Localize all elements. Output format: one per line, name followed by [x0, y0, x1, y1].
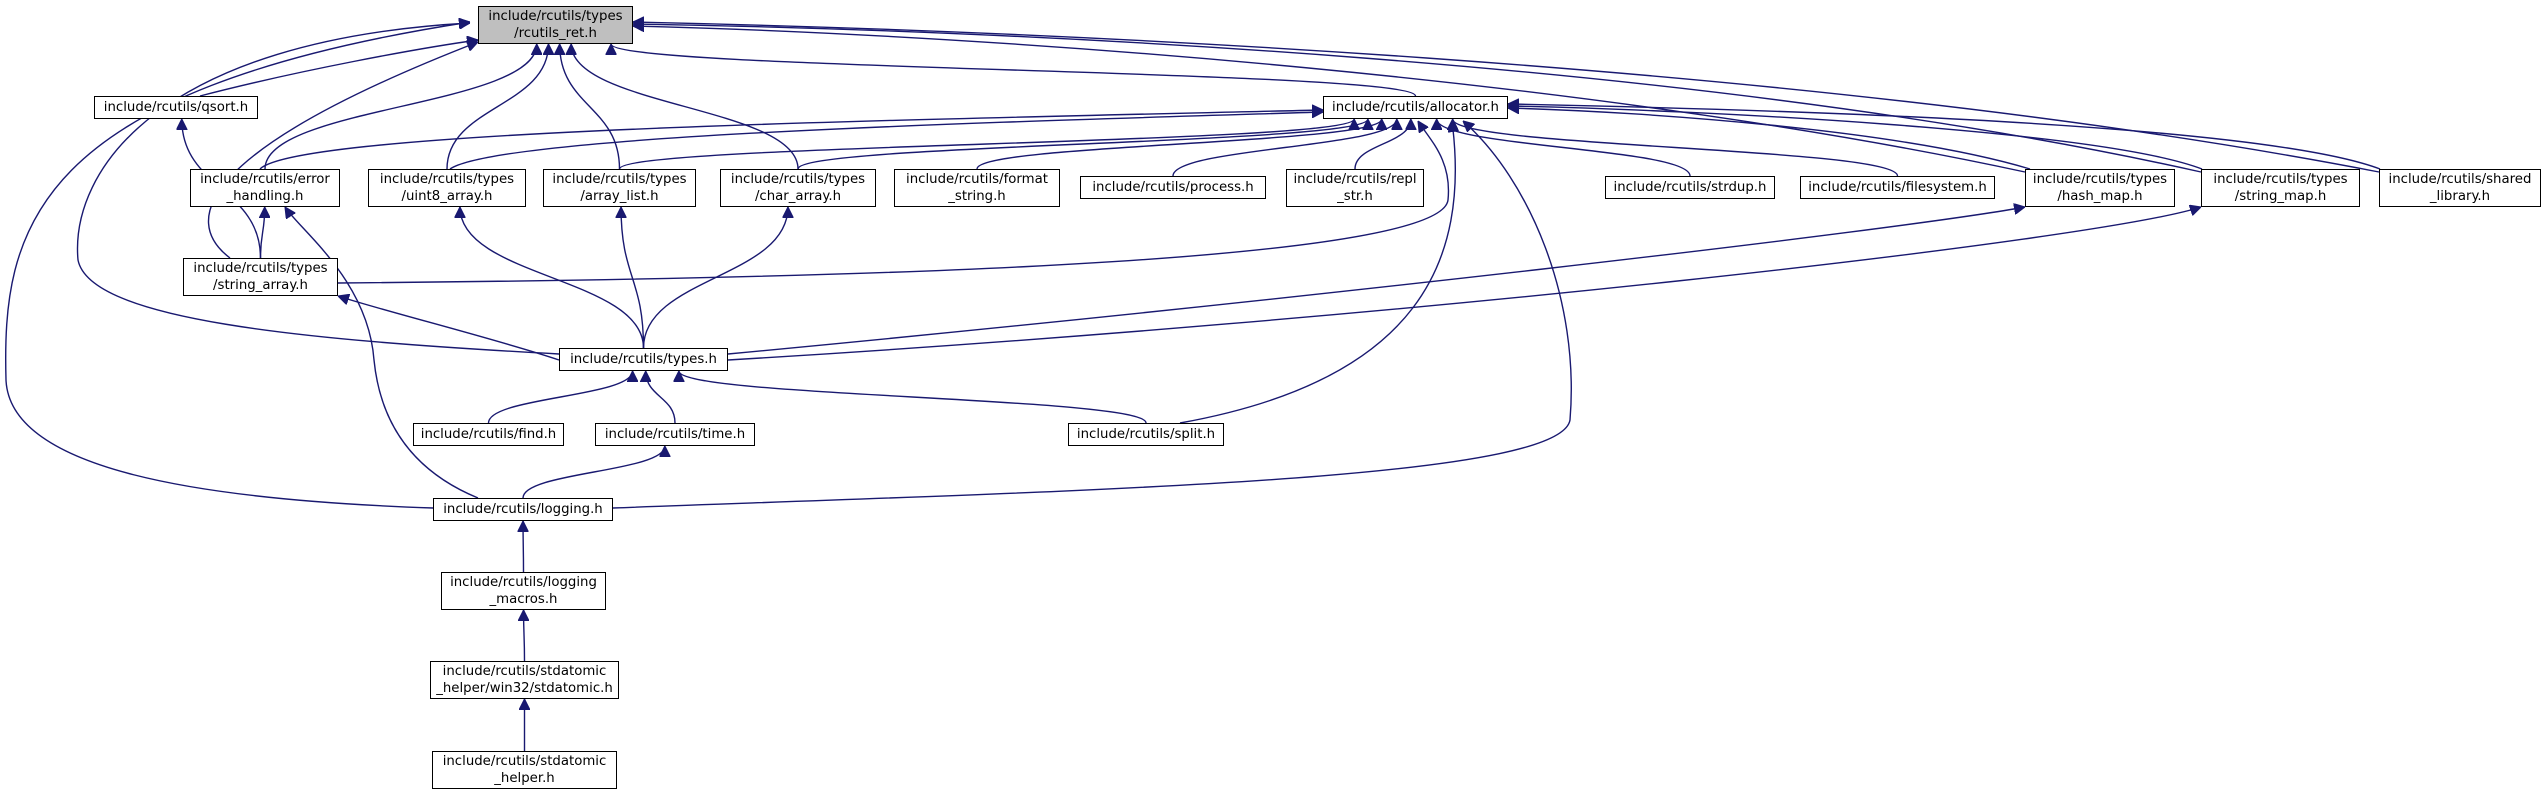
node-stdatomic-helper[interactable]: include/rcutils/stdatomic _helper.h: [432, 751, 617, 789]
edge-hash-map-to-rcutils-ret: [633, 26, 2026, 173]
edge-uint8-array-to-rcutils-ret: [446, 44, 548, 170]
node-find[interactable]: include/rcutils/find.h: [413, 423, 564, 446]
edge-split-to-types: [679, 370, 1147, 424]
edge-string-map-to-rcutils-ret: [633, 24, 2202, 173]
edge-char-array-to-rcutils-ret: [571, 44, 799, 170]
edge-time-to-types: [646, 371, 676, 424]
edge-logging-to-error-handling: [285, 207, 479, 499]
node-split[interactable]: include/rcutils/split.h: [1068, 423, 1224, 446]
edge-repl-str-to-allocator: [1354, 118, 1411, 170]
edge-hash-map-to-allocator: [1508, 108, 2031, 170]
node-format-string[interactable]: include/rcutils/format _string.h: [894, 169, 1060, 207]
edge-char-array-to-allocator: [797, 118, 1368, 170]
node-uint8-array[interactable]: include/rcutils/types /uint8_array.h: [368, 169, 526, 207]
node-stdatomic-win32[interactable]: include/rcutils/stdatomic _helper/win32/…: [430, 661, 619, 699]
node-filesystem[interactable]: include/rcutils/filesystem.h: [1800, 176, 1995, 199]
edge-string-map-to-allocator: [1508, 106, 2203, 170]
edge-split-to-allocator: [1179, 121, 1455, 424]
edge-types-to-hash-map: [727, 207, 2025, 355]
node-rcutils-ret: include/rcutils/types /rcutils_ret.h: [478, 6, 633, 44]
node-repl-str[interactable]: include/rcutils/repl _str.h: [1286, 169, 1424, 207]
edge-logging-to-allocator: [612, 121, 1572, 509]
node-qsort[interactable]: include/rcutils/qsort.h: [94, 96, 258, 119]
edge-stdatomic-win32-to-logging-macros: [524, 610, 525, 662]
node-logging-macros[interactable]: include/rcutils/logging _macros.h: [441, 572, 606, 610]
node-types[interactable]: include/rcutils/types.h: [559, 348, 728, 371]
edge-qsort-to-rcutils-ret: [199, 40, 478, 97]
edge-string-array-to-rcutils-ret: [207, 42, 478, 259]
node-string-array[interactable]: include/rcutils/types /string_array.h: [183, 258, 338, 296]
edge-types-to-char-array: [642, 207, 788, 349]
edge-logging-to-time: [522, 445, 665, 499]
node-strdup[interactable]: include/rcutils/strdup.h: [1605, 176, 1775, 199]
edge-array-list-to-rcutils-ret: [560, 44, 621, 170]
node-logging[interactable]: include/rcutils/logging.h: [433, 498, 613, 521]
edge-filesystem-to-allocator: [1453, 118, 1899, 177]
edge-error-handling-to-rcutils-ret: [264, 44, 537, 170]
edge-types-to-string-map: [727, 207, 2201, 361]
edge-allocator-to-rcutils-ret: [611, 43, 1417, 97]
edge-shared-library-to-allocator: [1508, 104, 2381, 170]
edge-string-array-to-error-handling: [261, 207, 265, 259]
node-char-array[interactable]: include/rcutils/types /char_array.h: [720, 169, 876, 207]
edge-types-to-uint8-array: [460, 207, 645, 349]
edge-find-to-types: [487, 370, 633, 424]
edge-error-handling-to-allocator: [259, 110, 1323, 170]
edge-types-to-string-array: [338, 296, 560, 361]
node-shared-library[interactable]: include/rcutils/shared _library.h: [2379, 169, 2541, 207]
edge-shared-library-to-rcutils-ret: [633, 22, 2380, 173]
node-allocator[interactable]: include/rcutils/allocator.h: [1323, 96, 1508, 119]
node-array-list[interactable]: include/rcutils/types /array_list.h: [543, 169, 696, 207]
edge-strdup-to-allocator: [1437, 118, 1691, 177]
edge-array-list-to-allocator: [618, 118, 1355, 170]
node-process[interactable]: include/rcutils/process.h: [1080, 176, 1266, 199]
edge-string-array-to-allocator: [337, 121, 1450, 284]
edge-process-to-allocator: [1172, 118, 1397, 177]
node-time[interactable]: include/rcutils/time.h: [595, 423, 755, 446]
node-string-map[interactable]: include/rcutils/types /string_map.h: [2201, 169, 2360, 207]
edge-types-to-array-list: [621, 207, 645, 349]
edge-uint8-array-to-allocator: [449, 112, 1323, 170]
edge-format-string-to-allocator: [976, 118, 1382, 170]
node-hash-map[interactable]: include/rcutils/types /hash_map.h: [2025, 169, 2175, 207]
edge-types-to-rcutils-ret: [76, 23, 560, 355]
node-error-handling[interactable]: include/rcutils/error _handling.h: [190, 169, 340, 207]
